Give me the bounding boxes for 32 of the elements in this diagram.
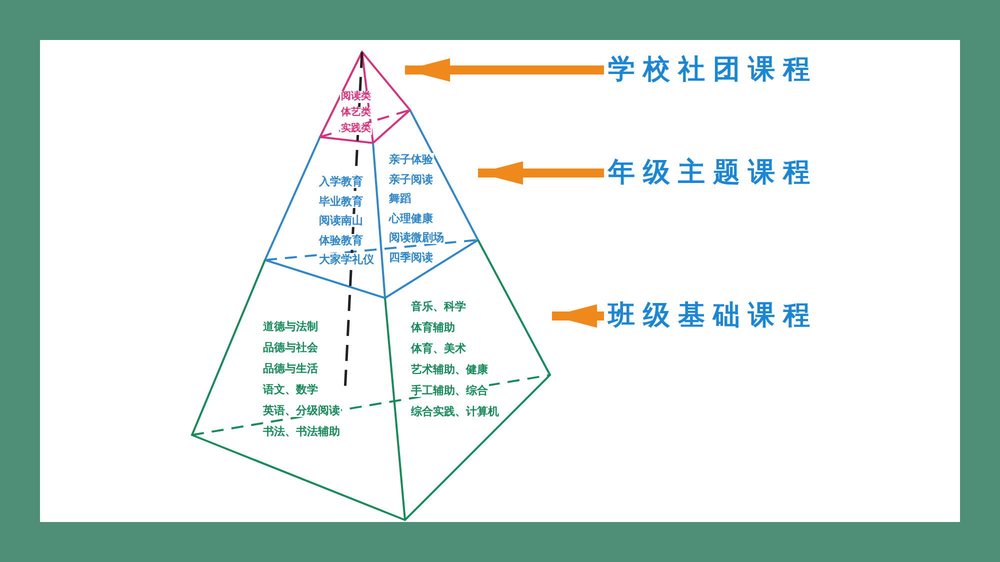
course-name: 入学教育 (318, 175, 364, 188)
course-name: 四季阅读 (388, 250, 434, 264)
course-name: 阅读微剧场 (388, 231, 445, 244)
course-name: 语文、数学 (262, 383, 319, 396)
course-name: 阅读南山 (318, 214, 364, 228)
course-name: 体育辅助 (410, 321, 456, 334)
course-name: 音乐、科学 (410, 300, 467, 314)
course-name: 亲子阅读 (388, 172, 434, 186)
course-name: 体艺类 (340, 107, 372, 119)
course-name: 心理健康 (388, 212, 434, 225)
course-name: 品德与社会 (262, 341, 319, 354)
course-name: 品德与生活 (262, 362, 319, 376)
course-name: 毕业教育 (318, 194, 364, 208)
course-level-label: 年级主题课程 (608, 156, 818, 190)
course-name: 艺术辅助、健康 (410, 363, 489, 376)
course-name: 亲子体验 (388, 153, 434, 166)
course-name: 大家学礼仪 (318, 253, 375, 266)
course-name: 英语、分级阅读 (262, 404, 341, 418)
course-name: 手工辅助、综合 (410, 384, 489, 398)
course-name: 舞蹈 (388, 192, 412, 206)
course-level-label: 班级基础课程 (608, 299, 818, 333)
course-name: 体验教育 (318, 234, 364, 247)
course-name: 阅读类 (340, 91, 372, 103)
course-name: 道德与法制 (262, 320, 319, 334)
course-name: 书法、书法辅助 (262, 425, 341, 438)
arrow (478, 161, 604, 185)
arrow (405, 58, 604, 82)
arrow (552, 304, 604, 328)
course-name: 综合实践、计算机 (410, 405, 500, 418)
course-name: 体育、美术 (410, 342, 467, 356)
course-name: 实践类 (340, 123, 372, 135)
course-level-label: 学校社团课程 (608, 53, 818, 87)
